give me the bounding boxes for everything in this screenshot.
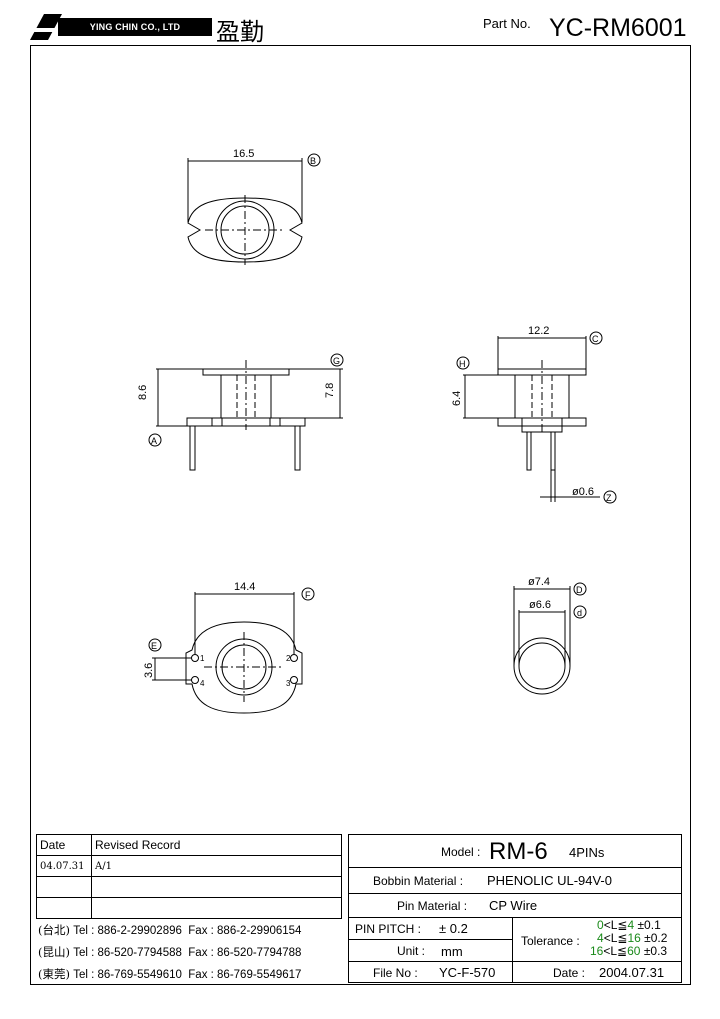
rev-record: A/1: [91, 855, 342, 877]
pin-count: 4PINs: [569, 845, 605, 860]
date-value: 2004.07.31: [599, 965, 665, 980]
unit-cell: Unit : mm: [348, 939, 513, 962]
company-logo: [30, 14, 62, 40]
company-name-cn: 盈勤: [216, 18, 264, 46]
dim-side-total-height: 8.6: [137, 385, 149, 400]
callout-b: B: [310, 156, 316, 166]
dim-right-width: 12.2: [528, 325, 549, 337]
contact-city: (台北): [38, 923, 70, 937]
file-no-label: File No :: [373, 966, 418, 980]
contact-city: (東莞): [38, 967, 70, 981]
rev-record: [91, 876, 342, 898]
date-cell: Date : 2004.07.31: [512, 961, 682, 983]
bobbin-row: Bobbin Material : PHENOLIC UL-94V-0: [348, 867, 682, 894]
drawing-frame: [30, 45, 691, 985]
rev-date-header: Date: [36, 834, 92, 856]
right-view: 12.2 C 6.4 H ø0.6 Z: [451, 325, 617, 504]
model-value: RM-6: [489, 838, 548, 865]
revision-table: Date Revised Record 04.07.31 A/1: [36, 834, 342, 919]
tolerance-row: 16<L≦60 ±0.3: [590, 944, 668, 958]
dim-top-width: 16.5: [233, 148, 254, 160]
pin-pitch-value: ± 0.2: [439, 921, 468, 936]
rev-record-header: Revised Record: [91, 834, 342, 856]
callout-f: F: [305, 590, 311, 600]
dim-bottom-pitch: 3.6: [143, 663, 155, 678]
callout-d-lower: d: [577, 608, 582, 618]
dim-pin-dia: ø0.6: [572, 486, 594, 498]
pin-pitch-cell: PIN PITCH : ± 0.2: [348, 917, 513, 940]
contact-tel: Tel : 86-769-5549610: [73, 969, 182, 981]
company-name: YING CHIN CO., LTD: [58, 18, 212, 36]
contact-tel: Tel : 886-2-29902896: [73, 925, 182, 937]
pin-material-value: CP Wire: [489, 898, 538, 913]
technical-drawing: 16.5 B 8.6 7.8 G A: [137, 148, 617, 714]
bobbin-label: Bobbin Material :: [373, 874, 464, 888]
contact-fax: Fax : 886-2-29906154: [188, 925, 302, 937]
round-view: ø7.4 D ø6.6 d: [513, 576, 587, 695]
side-view: 8.6 7.8 G A: [137, 353, 344, 471]
pin-pitch-label: PIN PITCH :: [355, 922, 422, 936]
pin-number-1: 1: [200, 654, 205, 663]
top-view: 16.5 B: [187, 148, 321, 265]
callout-e: E: [151, 641, 157, 651]
pin-material-row: Pin Material : CP Wire: [348, 893, 682, 918]
bottom-view: 14.4 F 3.6 E 1 2 3 4: [143, 581, 315, 714]
bobbin-value: PHENOLIC UL-94V-0: [487, 873, 612, 888]
part-no-label: Part No.: [483, 16, 531, 31]
file-no-cell: File No : YC-F-570: [348, 961, 513, 983]
callout-z: Z: [606, 493, 612, 503]
model-label: Model :: [441, 845, 481, 859]
dim-right-height: 6.4: [451, 391, 463, 406]
unit-label: Unit :: [397, 944, 426, 958]
pin-number-4: 4: [200, 679, 205, 688]
pin-number-2: 2: [286, 654, 291, 663]
pin-number-3: 3: [286, 679, 291, 688]
contact-city: (昆山): [38, 945, 70, 959]
pin-material-label: Pin Material :: [397, 899, 468, 913]
model-row: Model : RM-6 4PINs: [348, 834, 682, 868]
unit-value: mm: [441, 944, 463, 959]
dim-bottom-width: 14.4: [234, 581, 255, 593]
callout-d-upper: D: [576, 585, 583, 595]
date-label: Date :: [553, 966, 586, 980]
callout-a: A: [151, 436, 157, 446]
callout-g: G: [333, 356, 340, 366]
tolerance-row: 4<L≦16 ±0.2: [597, 931, 668, 945]
dim-side-body-height: 7.8: [324, 383, 336, 398]
contact-row: (昆山) Tel : 86-520-7794588 Fax : 86-520-7…: [38, 944, 301, 960]
dim-inner-dia: ø6.6: [529, 599, 551, 611]
file-no-value: YC-F-570: [439, 965, 496, 980]
callout-h: H: [459, 359, 466, 369]
contact-fax: Fax : 86-520-7794788: [188, 947, 302, 959]
rev-date: [36, 897, 92, 919]
rev-date: 04.07.31: [36, 855, 92, 877]
tolerance-row: 0<L≦4 ±0.1: [597, 918, 661, 932]
tolerance-cell: Tolerance : 0<L≦4 ±0.1 4<L≦16 ±0.2 16<L≦…: [512, 917, 682, 962]
rev-record: [91, 897, 342, 919]
callout-c: C: [592, 334, 599, 344]
contact-row: (東莞) Tel : 86-769-5549610 Fax : 86-769-5…: [38, 966, 301, 982]
contact-row: (台北) Tel : 886-2-29902896 Fax : 886-2-29…: [38, 922, 301, 938]
part-no: YC-RM6001: [549, 14, 687, 42]
tolerance-label: Tolerance :: [521, 934, 580, 948]
dim-outer-dia: ø7.4: [528, 576, 550, 588]
rev-date: [36, 876, 92, 898]
contact-fax: Fax : 86-769-5549617: [188, 969, 302, 981]
contact-tel: Tel : 86-520-7794588: [73, 947, 182, 959]
